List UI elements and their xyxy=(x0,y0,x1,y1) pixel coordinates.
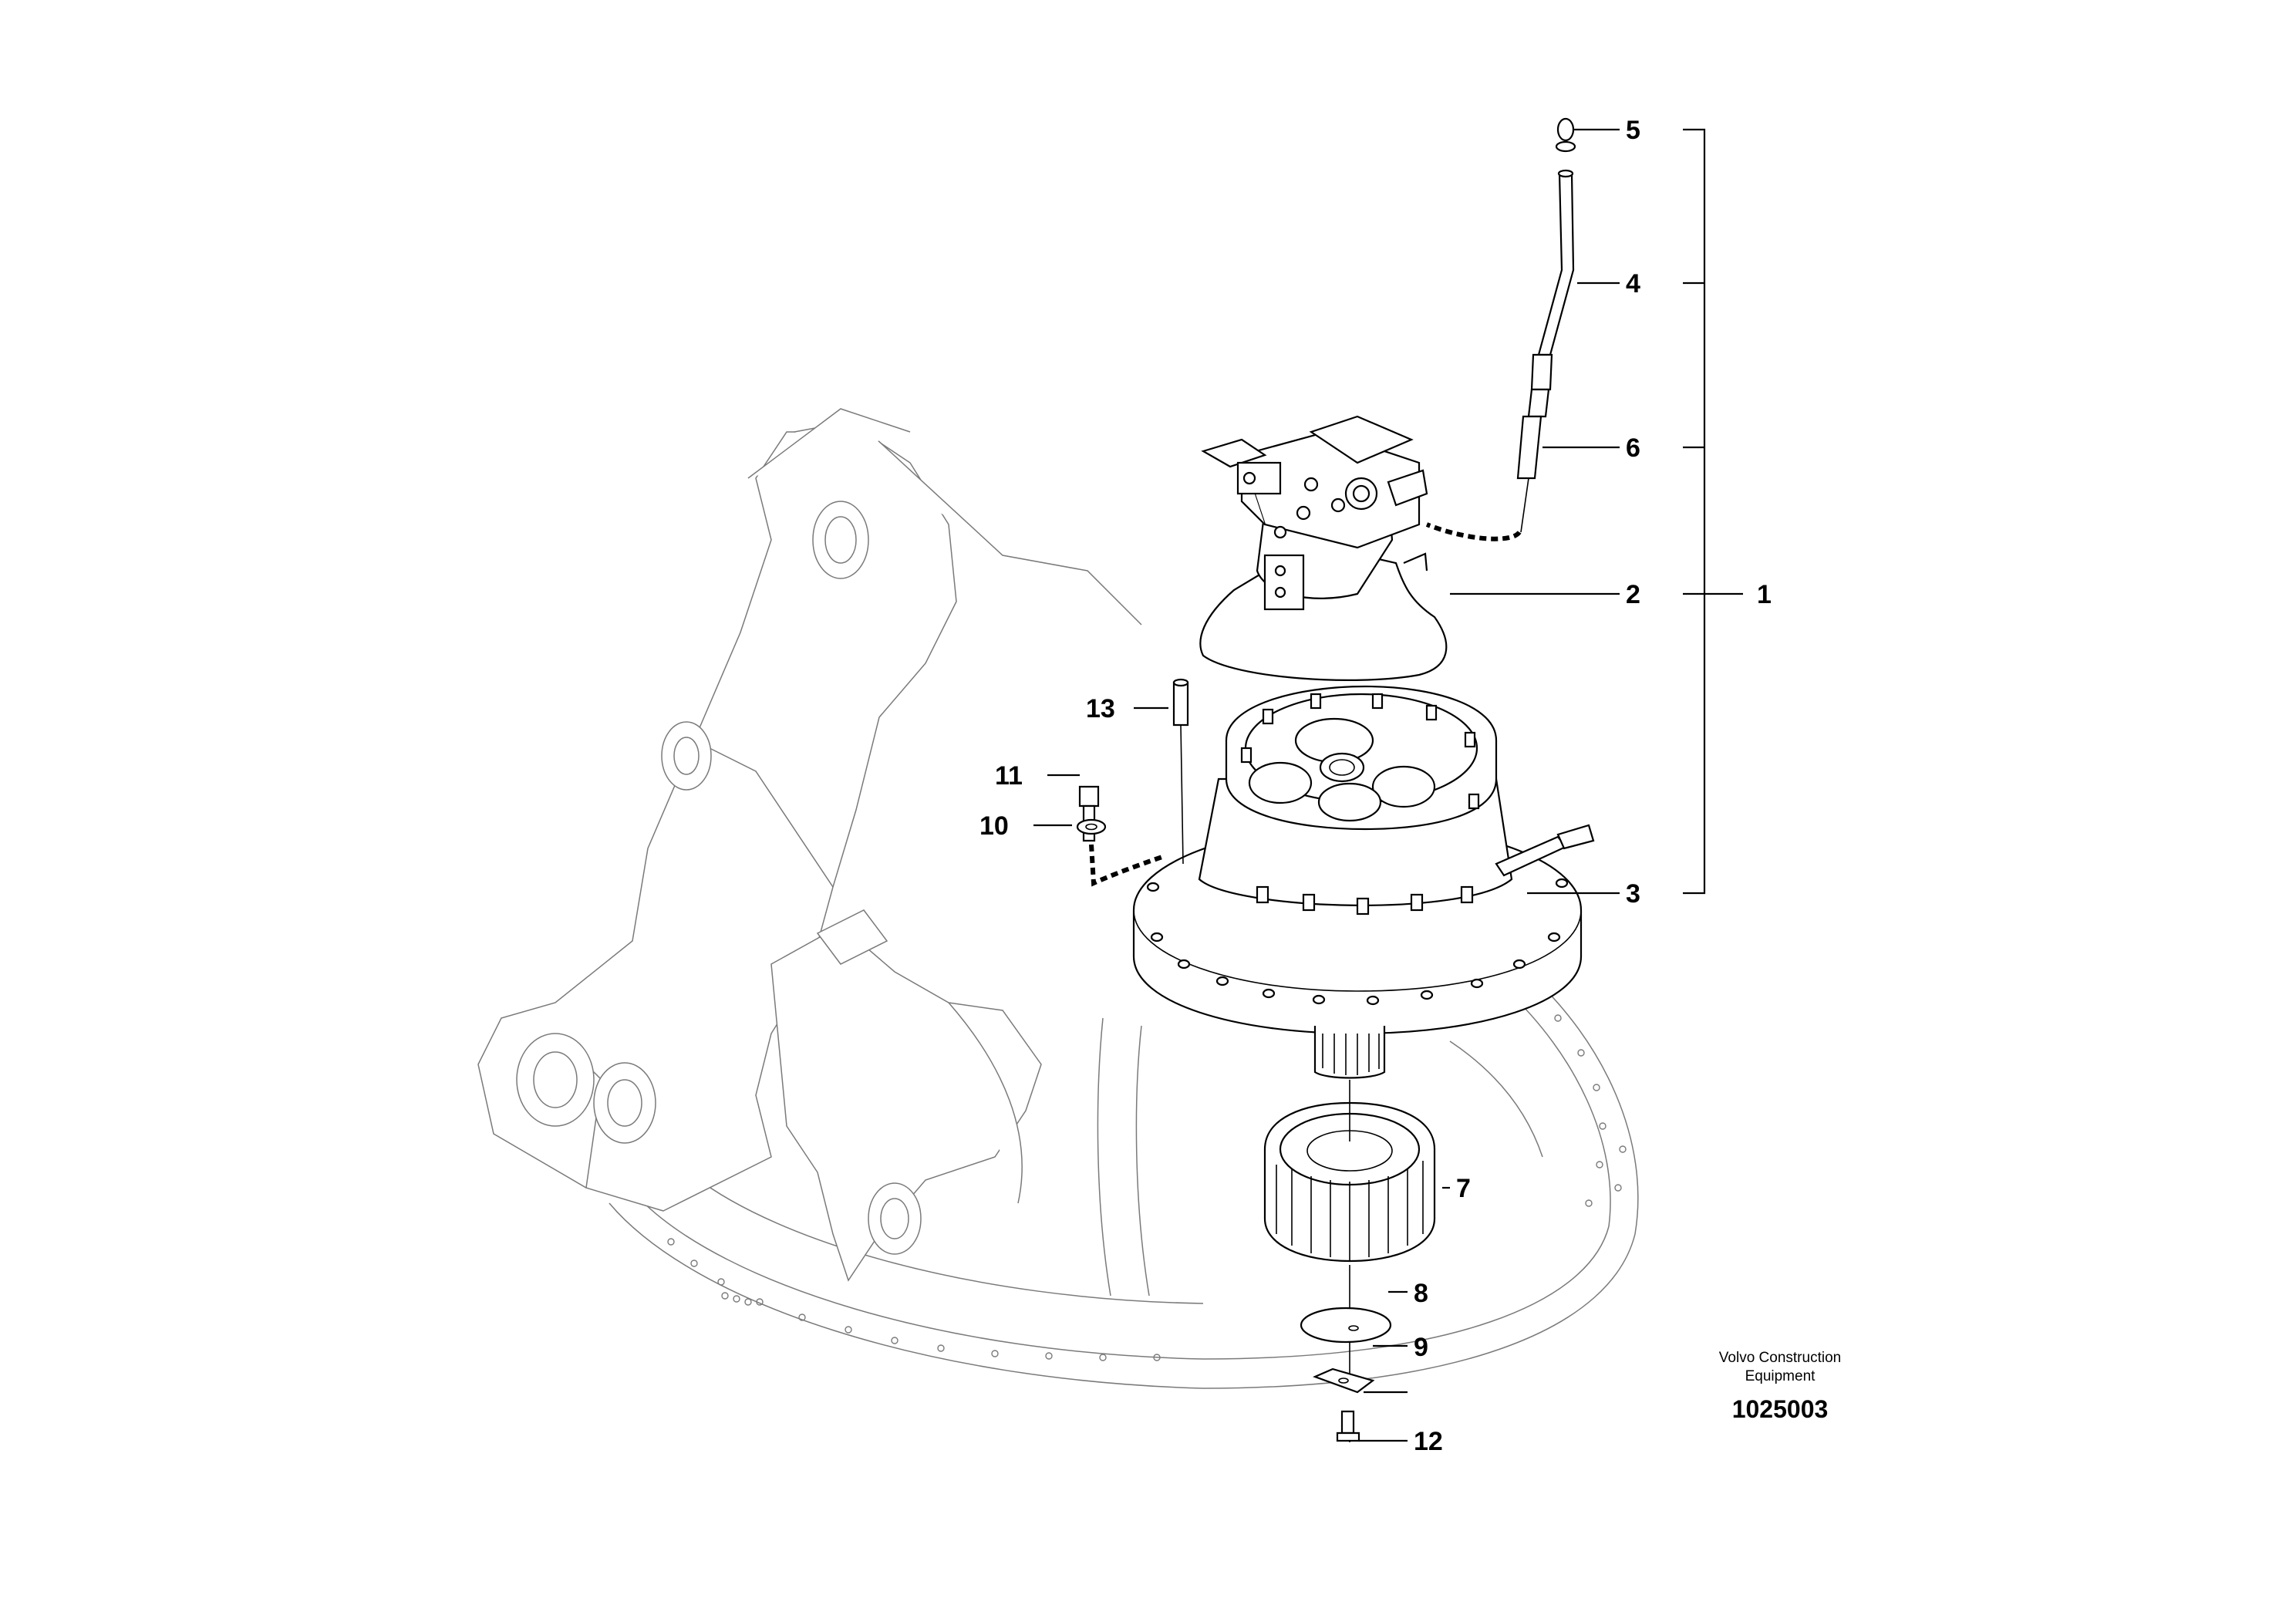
credit-line-1: Volvo Construction xyxy=(1719,1350,1841,1366)
plate-8 xyxy=(1300,1307,1392,1344)
document-number: 1025003 xyxy=(1732,1395,1829,1423)
cover-bolts xyxy=(1240,693,1480,916)
callout-13: 13 xyxy=(1086,694,1115,723)
screw-12 xyxy=(1336,1410,1360,1442)
callout-7: 7 xyxy=(1456,1174,1471,1203)
lock-plate-9 xyxy=(1313,1367,1375,1394)
callout-1: 1 xyxy=(1757,580,1772,609)
leader-lines xyxy=(1033,128,1743,1442)
callout-10: 10 xyxy=(979,811,1009,841)
dipstick-assembly xyxy=(1425,117,1576,541)
callout-4: 4 xyxy=(1626,269,1640,298)
callout-5: 5 xyxy=(1626,116,1640,145)
pinion-gear-7 xyxy=(1263,1101,1436,1263)
callout-8: 8 xyxy=(1414,1279,1428,1308)
flange-bolt-holes xyxy=(1146,878,1569,1006)
callout-3: 3 xyxy=(1626,879,1640,909)
guide-line-13 xyxy=(1180,724,1184,865)
callout-9: 9 xyxy=(1414,1333,1428,1362)
pin-13 xyxy=(1172,678,1189,727)
reduction-gear-part xyxy=(1132,685,1595,1079)
washer-10 xyxy=(1076,818,1107,835)
callout-12: 12 xyxy=(1414,1427,1443,1456)
callout-11: 11 xyxy=(995,761,1023,791)
credit-line-2: Equipment xyxy=(1745,1368,1816,1384)
callout-6: 6 xyxy=(1626,433,1640,463)
upper-frame-illustration xyxy=(477,408,1639,1389)
callout-2: 2 xyxy=(1626,580,1640,609)
ring-bolt-holes xyxy=(667,991,1627,1361)
guide-dash-10 xyxy=(1089,844,1165,887)
publisher-credit: Volvo Construction Equipment 1025003 xyxy=(1719,1350,1841,1423)
swing-motor-part xyxy=(1199,415,1448,681)
